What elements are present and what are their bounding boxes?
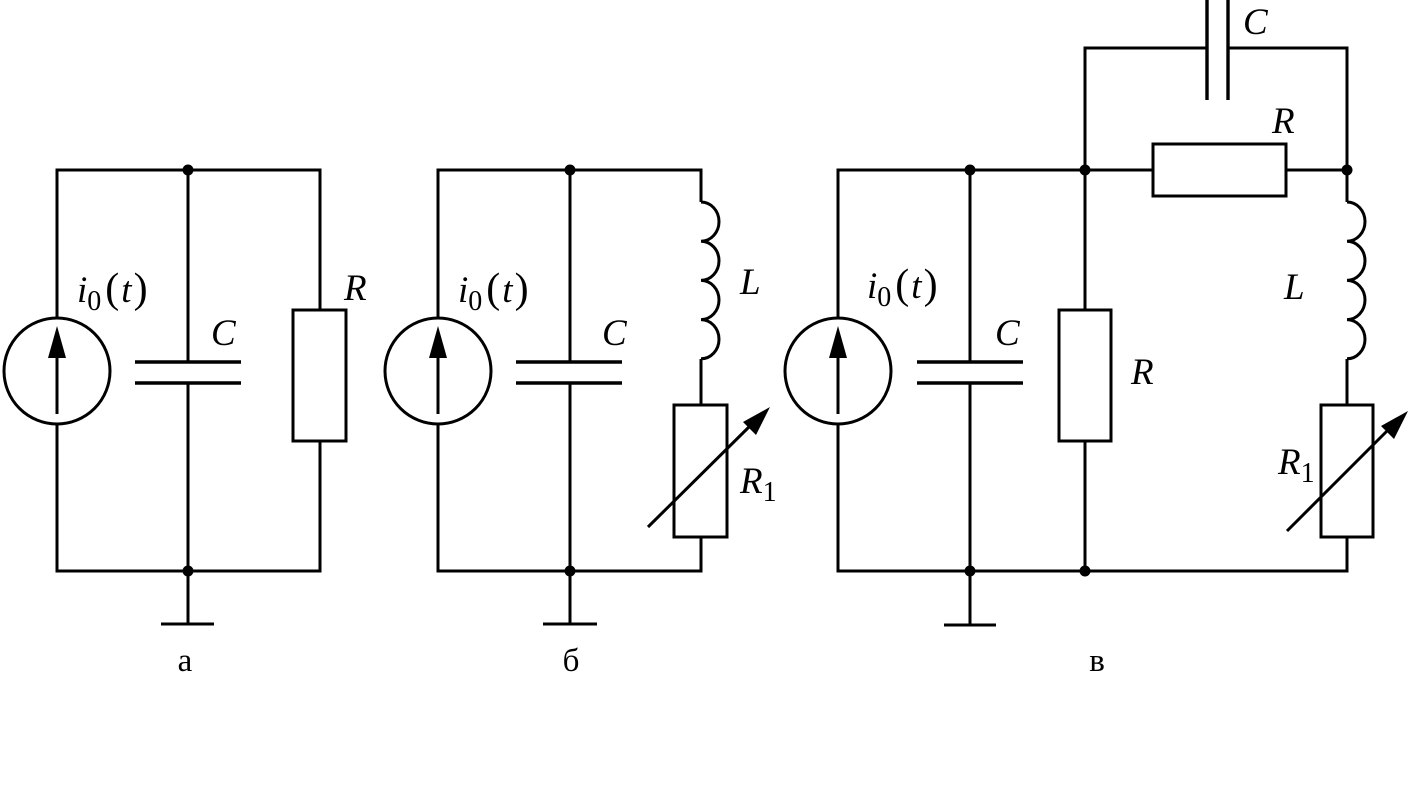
resistor-a [291, 308, 348, 443]
capacitor-label-c: C [995, 313, 1021, 354]
inductor-c [1346, 200, 1367, 361]
inductor-label-c: L [1283, 267, 1305, 308]
caption-a: а [178, 643, 193, 679]
junction-node [564, 565, 576, 577]
inductor-label-b: L [739, 262, 761, 303]
current-source-b [383, 316, 493, 426]
caption-b: б [563, 643, 580, 679]
junction-node [1079, 164, 1091, 176]
shunt-resistor-c [1057, 308, 1113, 443]
resistor-label-a: R [343, 268, 367, 309]
current-source-arrow-b [429, 326, 447, 414]
circuit-c-wiring [836, 46, 1349, 627]
variable-resistor-label-c: R1 [1277, 442, 1315, 489]
series-resistor-c [1151, 142, 1288, 198]
current-source-a [2, 316, 112, 426]
variable-resistor-label-b: R1 [739, 461, 777, 508]
junction-node [964, 164, 976, 176]
junction-node [964, 565, 976, 577]
current-source-arrow-a [48, 326, 66, 414]
source-label-a: i0(t) [77, 266, 148, 317]
circuit-c: i0(t) C R C R L R1 в [783, 0, 1408, 679]
circuit-a: i0(t) C R а [2, 164, 367, 679]
junction-node [1341, 164, 1353, 176]
shunt-resistor-label-c: R [1130, 352, 1154, 393]
junction-node [564, 164, 576, 176]
capacitor-a [135, 360, 241, 385]
capacitor-c [917, 360, 1023, 385]
variable-resistor-b [646, 403, 770, 539]
source-label-b: i0(t) [458, 266, 529, 317]
capacitor-label-b: C [602, 313, 628, 354]
capacitor-label-a: C [211, 313, 237, 354]
variable-resistor-c [1285, 403, 1408, 539]
capacitor-b [516, 360, 622, 385]
junction-node [182, 565, 194, 577]
series-capacitor-label-c: C [1243, 2, 1269, 43]
source-label-c: i0(t) [867, 262, 938, 313]
circuit-a-wiring [55, 168, 322, 626]
junction-node [1079, 565, 1091, 577]
caption-c: в [1089, 643, 1105, 679]
current-source-arrow-c [829, 326, 847, 414]
circuit-b: i0(t) C L R1 б [383, 164, 777, 679]
series-capacitor-c [1205, 0, 1230, 100]
inductor-b [700, 200, 721, 361]
circuit-b-wiring [436, 168, 703, 626]
junction-node [182, 164, 194, 176]
current-source-c [783, 316, 893, 426]
series-resistor-label-c: R [1271, 101, 1295, 142]
